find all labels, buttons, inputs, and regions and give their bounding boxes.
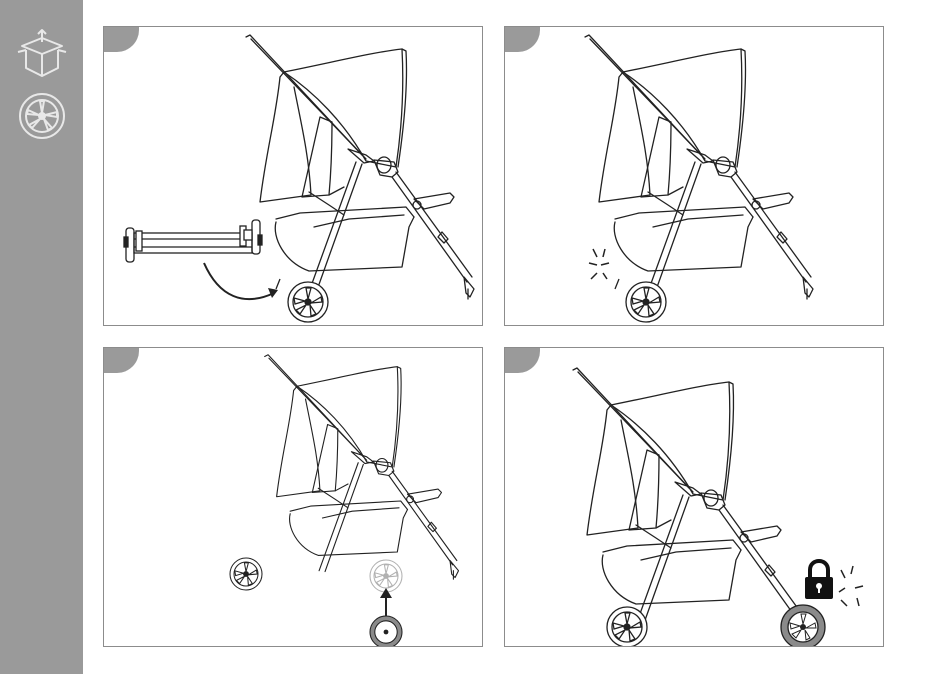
stroller-illustration xyxy=(505,27,884,326)
click-sound-marks xyxy=(589,249,609,279)
stroller-illustration xyxy=(104,348,483,647)
step-2-panel xyxy=(504,26,884,326)
box-unpack-icon xyxy=(14,24,70,80)
stroller-illustration xyxy=(104,27,483,326)
wheel-icon xyxy=(14,88,70,144)
stroller-illustration xyxy=(505,348,884,647)
curved-arrow xyxy=(204,263,274,299)
step-3-panel xyxy=(103,347,483,647)
wheel-ghost xyxy=(370,560,402,592)
wheel-dark xyxy=(370,616,402,647)
rear-axle-illustration xyxy=(124,220,262,262)
sidebar xyxy=(0,0,83,674)
step-4-panel xyxy=(504,347,884,647)
step-1-panel xyxy=(103,26,483,326)
click-sound-marks xyxy=(839,566,863,606)
lock-icon xyxy=(805,561,833,599)
wheel-dark xyxy=(781,605,825,647)
